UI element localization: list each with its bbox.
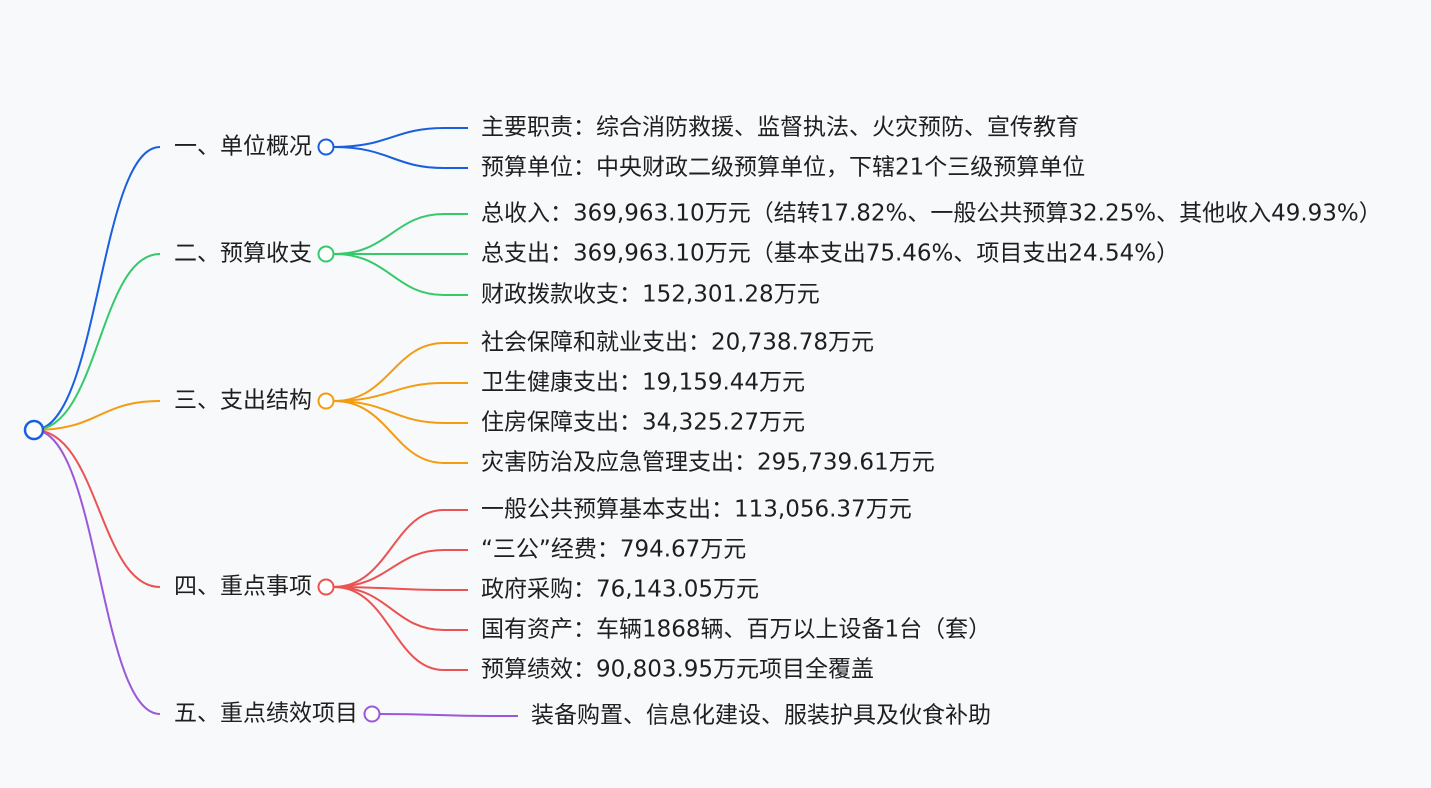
leaf-connector-4-4	[333, 586, 468, 631]
leaf-connector-3-1	[333, 342, 468, 402]
leaf-label-1-2[interactable]: 预算单位：中央财政二级预算单位，下辖21个三级预算单位	[481, 155, 1085, 181]
leaf-connector-3-3	[333, 400, 468, 424]
branch-toggle-5[interactable]	[363, 705, 381, 723]
leaf-label-3-3[interactable]: 住房保障支出：34,325.27万元	[481, 410, 805, 436]
leaf-label-4-3[interactable]: 政府采购：76,143.05万元	[481, 577, 759, 603]
leaf-label-4-4[interactable]: 国有资产：车辆1868辆、百万以上设备1台（套）	[481, 617, 991, 643]
leaf-connector-4-2	[333, 549, 468, 588]
branch-toggle-1[interactable]	[317, 138, 335, 156]
branch-toggle-4[interactable]	[317, 578, 335, 596]
leaf-label-4-2[interactable]: “三公”经费：794.67万元	[481, 537, 746, 563]
mindmap-nodes: 一、单位概况 主要职责：综合消防救援、监督执法、火灾预防、宣传教育预算单位：中央财…	[174, 115, 1382, 729]
leaf-connector-1-1	[333, 127, 468, 148]
leaf-label-2-1[interactable]: 总收入：369,963.10万元（结转17.82%、一般公共预算32.25%、其…	[481, 201, 1382, 227]
root-branch-connector-5	[33, 429, 161, 715]
root-branch-connector-2	[33, 253, 161, 431]
leaf-connector-2-3	[333, 253, 468, 296]
leaf-connector-3-2	[333, 382, 468, 402]
branch-toggle-2[interactable]	[317, 245, 335, 263]
leaf-label-4-5[interactable]: 预算绩效：90,803.95万元项目全覆盖	[481, 657, 874, 683]
leaf-connector-1-2	[333, 146, 468, 169]
leaf-label-2-3[interactable]: 财政拨款收支：152,301.28万元	[481, 282, 820, 308]
leaf-label-1-1[interactable]: 主要职责：综合消防救援、监督执法、火灾预防、宣传教育	[481, 115, 1079, 141]
leaf-connector-4-3	[333, 586, 468, 591]
branch-toggle-3[interactable]	[317, 392, 335, 410]
leaf-label-3-1[interactable]: 社会保障和就业支出：20,738.78万元	[481, 330, 874, 356]
branch-label-1[interactable]: 一、单位概况	[174, 134, 312, 160]
leaf-connector-5-1	[379, 713, 518, 717]
leaf-label-4-1[interactable]: 一般公共预算基本支出：113,056.37万元	[481, 497, 912, 523]
connector-lines	[33, 127, 518, 717]
root-node[interactable]	[23, 419, 45, 441]
branch-label-4[interactable]: 四、重点事项	[174, 574, 312, 600]
leaf-connector-3-4	[333, 400, 468, 464]
branch-label-2[interactable]: 二、预算收支	[174, 241, 312, 267]
branch-label-3[interactable]: 三、支出结构	[174, 388, 312, 414]
leaf-label-3-4[interactable]: 灾害防治及应急管理支出：295,739.61万元	[481, 450, 935, 476]
branch-label-5[interactable]: 五、重点绩效项目	[174, 701, 358, 727]
leaf-connector-4-1	[333, 509, 468, 588]
leaf-label-2-2[interactable]: 总支出：369,963.10万元（基本支出75.46%、项目支出24.54%）	[481, 241, 1179, 267]
leaf-label-5-1[interactable]: 装备购置、信息化建设、服装护具及伙食补助	[531, 703, 991, 729]
root-branch-connector-3	[33, 400, 161, 431]
leaf-connector-2-1	[333, 213, 468, 255]
leaf-label-3-2[interactable]: 卫生健康支出：19,159.44万元	[481, 370, 805, 396]
root-branch-connector-1	[33, 146, 161, 431]
root-branch-connector-4	[33, 429, 161, 588]
leaf-connector-4-5	[333, 586, 468, 671]
